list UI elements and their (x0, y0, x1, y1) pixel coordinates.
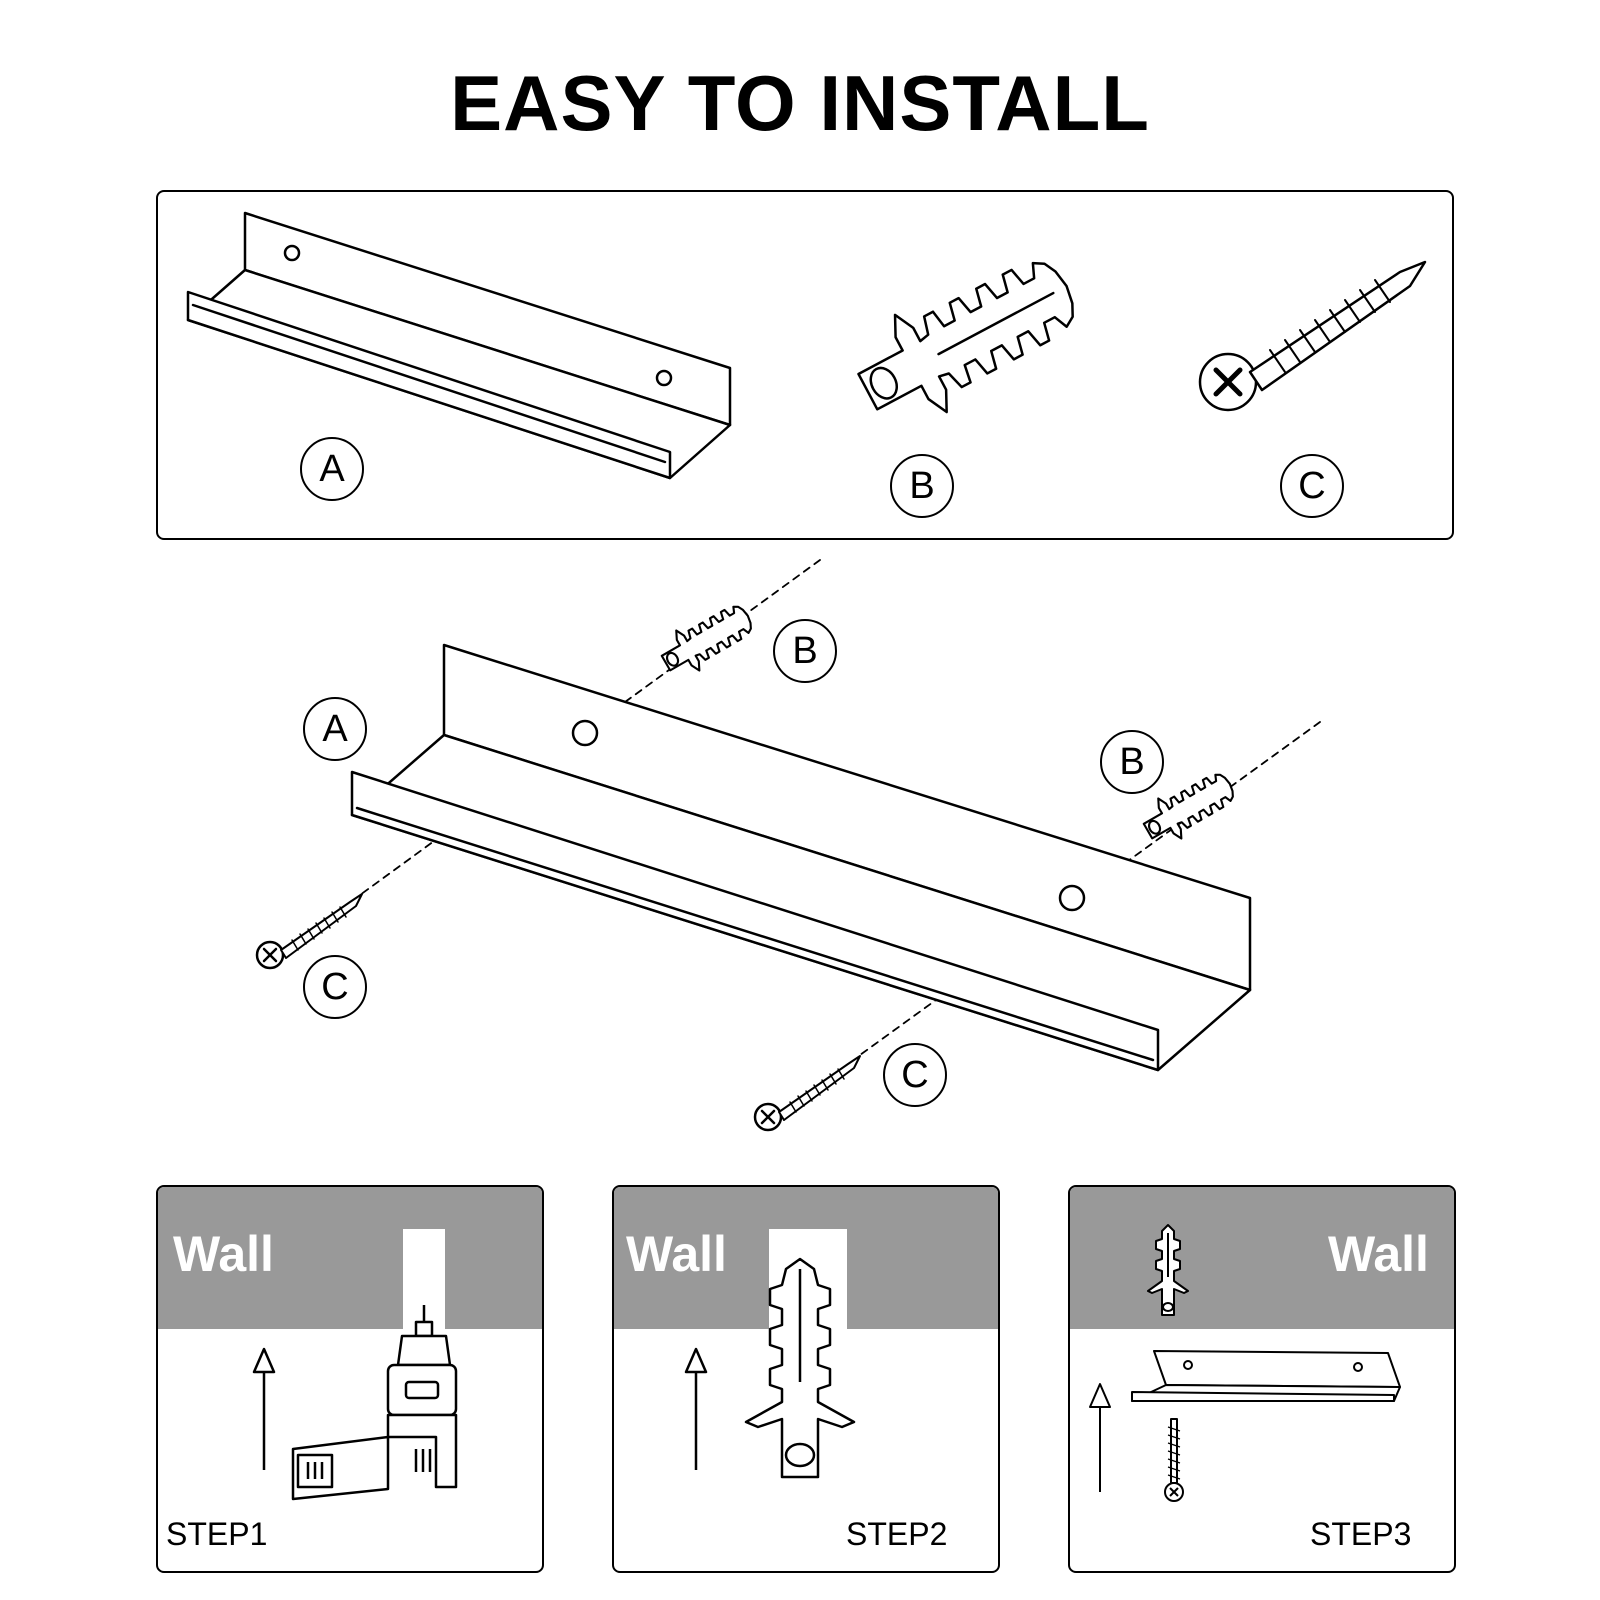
wall-label: Wall (173, 1226, 274, 1282)
assembly-label-c-left: C (303, 955, 367, 1019)
anchor-assembly-upper-icon (660, 605, 752, 672)
step1-panel: Wall STEP1 (156, 1185, 544, 1573)
shelf-part-icon (186, 211, 732, 480)
shelf-screw-icon (1089, 1224, 1401, 1502)
parts-panel (156, 190, 1454, 540)
wall-anchor-part-icon (857, 261, 1074, 414)
assembly-label-b-upper: B (773, 619, 837, 683)
assembly-label-b-right: B (1100, 730, 1164, 794)
screw-assembly-bottom-icon (753, 1055, 861, 1132)
part-label-c: C (1280, 454, 1344, 518)
screw-assembly-left-icon (255, 893, 363, 970)
wall-anchor-icon (684, 1257, 856, 1479)
wall-band (158, 1187, 542, 1329)
drill-icon (252, 1305, 458, 1501)
shelf-assembly-icon (350, 643, 1252, 1072)
anchor-assembly-right-icon (1142, 773, 1234, 840)
wall-label: Wall (626, 1226, 727, 1282)
step-label: STEP1 (166, 1516, 268, 1552)
assembly-label-a: A (303, 697, 367, 761)
step2-panel: Wall STEP2 (612, 1185, 1000, 1573)
page-title: EASY TO INSTALL (450, 59, 1150, 147)
step3-panel: Wall S (1068, 1185, 1456, 1573)
screw-part-icon (1198, 260, 1427, 412)
part-label-a: A (300, 437, 364, 501)
part-label-b: B (890, 454, 954, 518)
wall-label: Wall (1328, 1226, 1429, 1282)
step-label: STEP3 (1310, 1516, 1412, 1552)
step-label: STEP2 (846, 1516, 948, 1552)
assembly-label-c-bottom: C (883, 1043, 947, 1107)
wall-band (1070, 1187, 1454, 1329)
